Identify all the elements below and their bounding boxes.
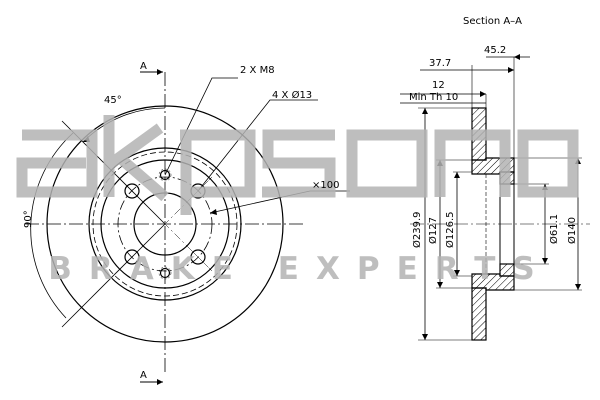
- watermark-tagline: BRAKE EXPERTS: [48, 251, 551, 287]
- angle-label-90: 90°: [23, 210, 34, 228]
- thread-holes: [158, 168, 172, 280]
- dim-min-thickness: Min Th 10: [409, 92, 458, 103]
- bolt-hole: [124, 249, 140, 265]
- threads-note: 2 X M8: [240, 65, 275, 76]
- dim-hat-height: 37.7: [429, 58, 451, 69]
- bolt-hole: [124, 183, 140, 199]
- thread-hole: [159, 169, 171, 181]
- labels: Section A–A A A 45° 90° 2 X M8 4 X Ø13 ×…: [23, 16, 578, 381]
- dim-thickness: 12: [432, 80, 445, 91]
- dim-d61-1: Ø61.1: [548, 214, 560, 244]
- holes-note: 4 X Ø13: [272, 89, 312, 101]
- brand-logo: [16, 115, 579, 215]
- dim-d126-5: Ø126.5: [444, 212, 456, 249]
- section-title: Section A–A: [463, 16, 522, 27]
- front-view: [25, 69, 350, 385]
- dim-overall-width: 45.2: [484, 45, 506, 56]
- friction-ring-inner-circle: [88, 147, 242, 301]
- bolt-hole: [190, 249, 206, 265]
- dim-d127: Ø127: [427, 217, 439, 244]
- bolt-circle: [117, 176, 213, 272]
- leader-holes: [197, 99, 318, 192]
- hat-outer-circle: [92, 151, 238, 297]
- outer-disc-circle: [46, 105, 284, 343]
- watermark: BRAKE EXPERTS: [16, 115, 579, 287]
- bolt-circle-label: ×100: [312, 180, 339, 191]
- section-hub-lower: [499, 263, 515, 277]
- angle-label-45: 45°: [104, 95, 122, 106]
- cut-label-top: A: [140, 61, 147, 72]
- angle-arc-90: [30, 132, 74, 319]
- section-ring-lower: [471, 287, 487, 341]
- dim-d140: Ø140: [566, 217, 578, 244]
- cut-label-bottom: A: [140, 370, 147, 381]
- hat-circle: [100, 159, 230, 289]
- thread-hole: [159, 267, 171, 279]
- dim-outer-diameter: Ø239.9: [411, 212, 423, 249]
